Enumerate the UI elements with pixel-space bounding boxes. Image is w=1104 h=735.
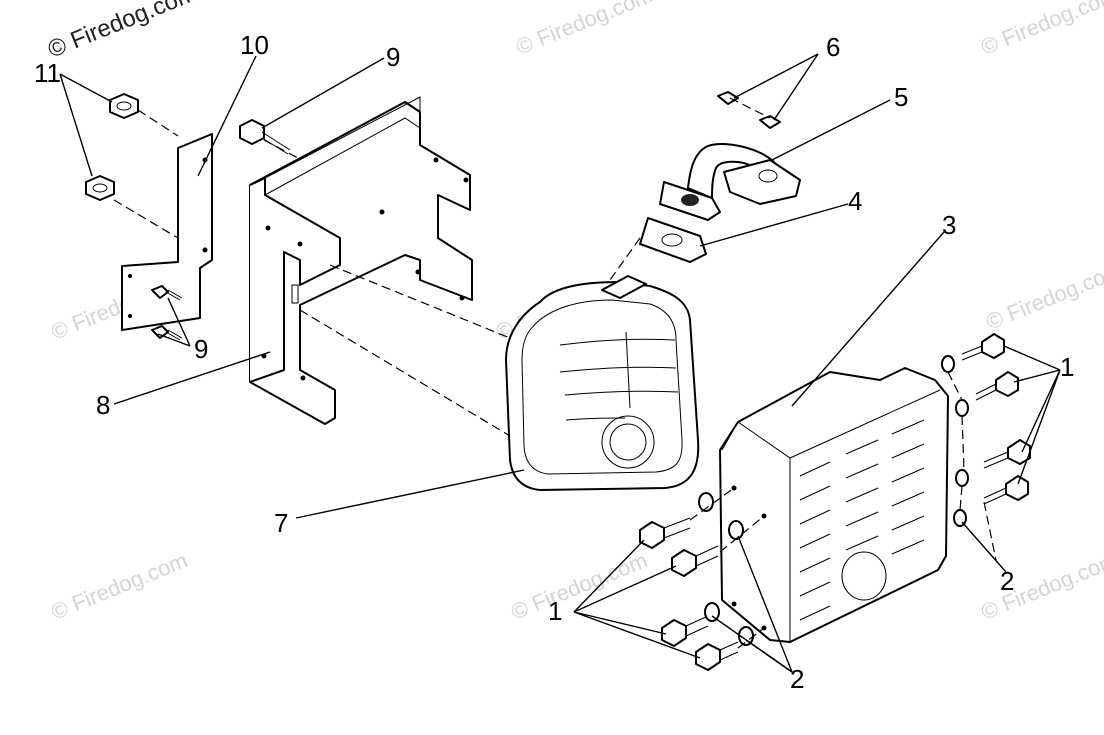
callout-10: 10 (240, 30, 269, 60)
flange-nut (85, 175, 115, 201)
callout-3: 3 (942, 210, 956, 240)
callout-11: 11 (34, 58, 61, 88)
callout-7: 7 (274, 508, 288, 538)
stud-nut (717, 91, 739, 105)
shield-bolt (695, 641, 739, 671)
watermark: © Firedog.com (513, 0, 656, 60)
callout-6: 6 (826, 32, 840, 62)
shield-bolt (661, 615, 709, 647)
mounting-bracket (249, 96, 473, 425)
callout-8: 8 (96, 390, 110, 420)
flange-nut (109, 93, 139, 119)
shield-bolt (961, 333, 1005, 361)
leader-lines (59, 53, 1061, 673)
bolt-screw (151, 285, 183, 301)
watermark: © Firedog.com (978, 547, 1104, 624)
shield-bolt (639, 517, 691, 549)
shield-bolt (975, 371, 1019, 401)
muffler (505, 275, 700, 491)
washer (698, 492, 754, 646)
callout-2-bottom: 2 (790, 664, 804, 694)
exhaust-pipe (659, 142, 801, 221)
callout-9-top: 9 (386, 42, 400, 72)
callout-5: 5 (894, 82, 908, 112)
callout-1-left: 1 (548, 596, 562, 626)
gasket (639, 217, 707, 263)
callout-4: 4 (848, 186, 862, 216)
assembly-lines (113, 97, 997, 649)
shield-bolt (983, 439, 1031, 469)
watermark: © Firedog.com (983, 257, 1104, 334)
callout-9-left: 9 (194, 334, 208, 364)
bolt-screw (151, 325, 183, 341)
bolt-screw (239, 119, 291, 155)
heat-shield (719, 367, 949, 643)
callout-1-right: 1 (1060, 352, 1074, 382)
callout-2-right: 2 (1000, 566, 1014, 596)
callout-labels: 11 10 9 9 8 7 6 5 4 3 1 1 2 2 (34, 30, 1074, 694)
watermark: © Firedog.com (48, 547, 191, 624)
watermark: © Firedog.com (44, 0, 200, 64)
watermark: © Firedog.com (978, 0, 1104, 60)
shield-bolt (983, 475, 1029, 505)
shield-bolt (671, 545, 719, 577)
